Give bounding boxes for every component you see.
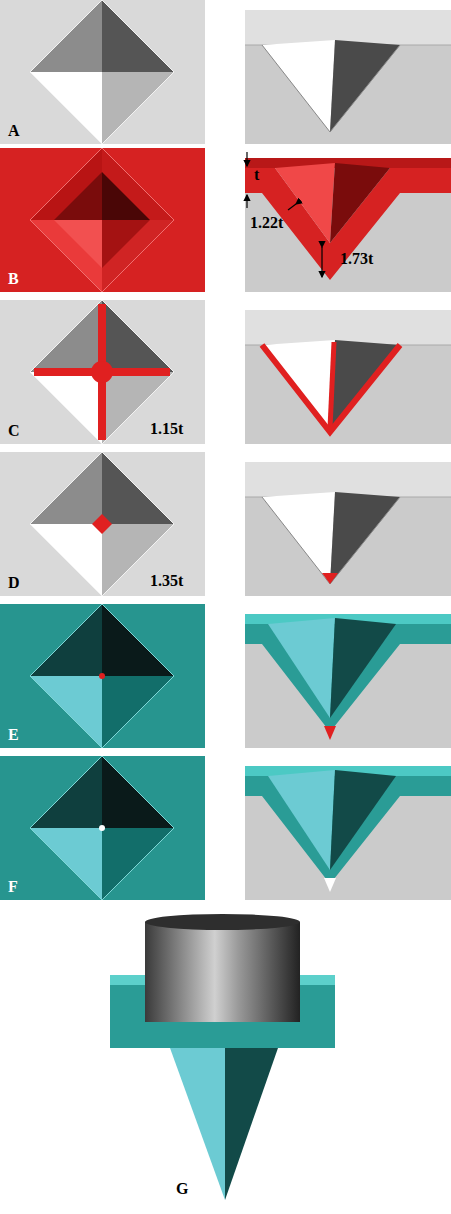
dimension-label: 1.15t <box>150 420 183 438</box>
panel-letter: D <box>8 574 20 592</box>
panel-letter: A <box>8 122 20 140</box>
panel-letter: B <box>8 270 19 288</box>
panel-letter: C <box>8 422 20 440</box>
panel-letter: G <box>176 1180 188 1198</box>
dimension-label: 1.35t <box>150 572 183 590</box>
panel-letter: F <box>8 878 18 896</box>
panel-letter: E <box>8 726 19 744</box>
dimension-label: t <box>254 166 259 184</box>
dimension-label: 1.22t <box>250 214 283 232</box>
dimension-label: 1.73t <box>340 250 373 268</box>
